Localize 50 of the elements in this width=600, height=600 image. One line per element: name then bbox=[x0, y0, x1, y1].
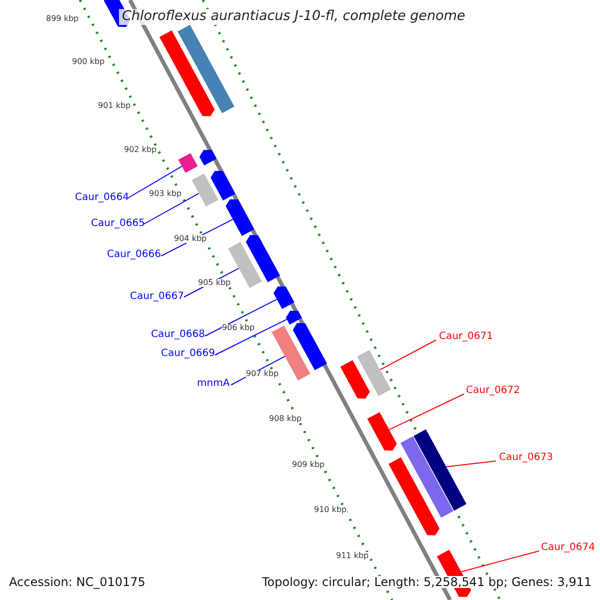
scale-label: 900 kbp bbox=[72, 58, 105, 66]
scale-label: 903 kbp bbox=[149, 190, 182, 198]
leader-line bbox=[460, 550, 540, 572]
scale-label: 910 kbp bbox=[314, 506, 347, 514]
info-text: Topology: circular; Length: 5,258,541 bp; Genes: 3,911 bbox=[262, 576, 592, 588]
gene-feature bbox=[159, 30, 215, 116]
gene-label: Caur_0665 bbox=[91, 219, 146, 229]
gene-feature bbox=[414, 429, 466, 511]
gene-label: Caur_0671 bbox=[439, 332, 494, 342]
scale-label: 909 kbp bbox=[292, 461, 325, 469]
gene-feature bbox=[357, 350, 391, 396]
scale-label: 904 kbp bbox=[174, 235, 207, 243]
gene-label: mnmA bbox=[197, 379, 230, 389]
scale-label: 908 kbp bbox=[269, 415, 302, 423]
gene-feature bbox=[292, 323, 328, 370]
gene-feature bbox=[400, 436, 454, 518]
leader-line bbox=[446, 460, 496, 468]
gene-feature bbox=[192, 173, 218, 207]
gene-feature bbox=[210, 170, 236, 201]
leader-line bbox=[380, 340, 436, 370]
gene-label: Caur_0669 bbox=[161, 349, 216, 359]
gene-label: Caur_0666 bbox=[107, 250, 162, 260]
gene-label: Caur_0673 bbox=[499, 453, 554, 463]
scale-label: 899 kbp bbox=[46, 15, 79, 23]
scale-label: 901 kbp bbox=[98, 102, 131, 110]
scale-label: 902 kbp bbox=[124, 146, 157, 154]
leader-line bbox=[214, 318, 288, 356]
gene-label: Caur_0664 bbox=[75, 193, 130, 203]
leader-line bbox=[204, 298, 278, 336]
scale-label: 907 kbp bbox=[246, 370, 279, 378]
gene-feature bbox=[274, 286, 294, 309]
gene-label: Caur_0672 bbox=[466, 386, 520, 396]
leader-line bbox=[388, 394, 464, 430]
scale-label: 906 kbp bbox=[222, 324, 255, 332]
leader-line bbox=[128, 166, 182, 198]
gene-label: Caur_0668 bbox=[151, 330, 206, 340]
scale-label: 905 kbp bbox=[198, 279, 231, 287]
gene-feature bbox=[367, 412, 397, 451]
info-text: Accession: NC_010175 bbox=[9, 576, 146, 588]
gene-feature bbox=[246, 235, 280, 282]
gene-feature bbox=[178, 153, 198, 173]
gene-label: Caur_0674 bbox=[541, 543, 596, 553]
gene-feature bbox=[226, 199, 254, 236]
scale-label: 911 kbp bbox=[336, 552, 369, 560]
gene-feature bbox=[388, 457, 440, 536]
gene-label: Caur_0667 bbox=[130, 292, 184, 302]
gene-feature bbox=[340, 360, 370, 399]
gene-feature bbox=[178, 24, 234, 114]
gene-feature bbox=[199, 150, 216, 166]
leader-line bbox=[144, 192, 200, 224]
